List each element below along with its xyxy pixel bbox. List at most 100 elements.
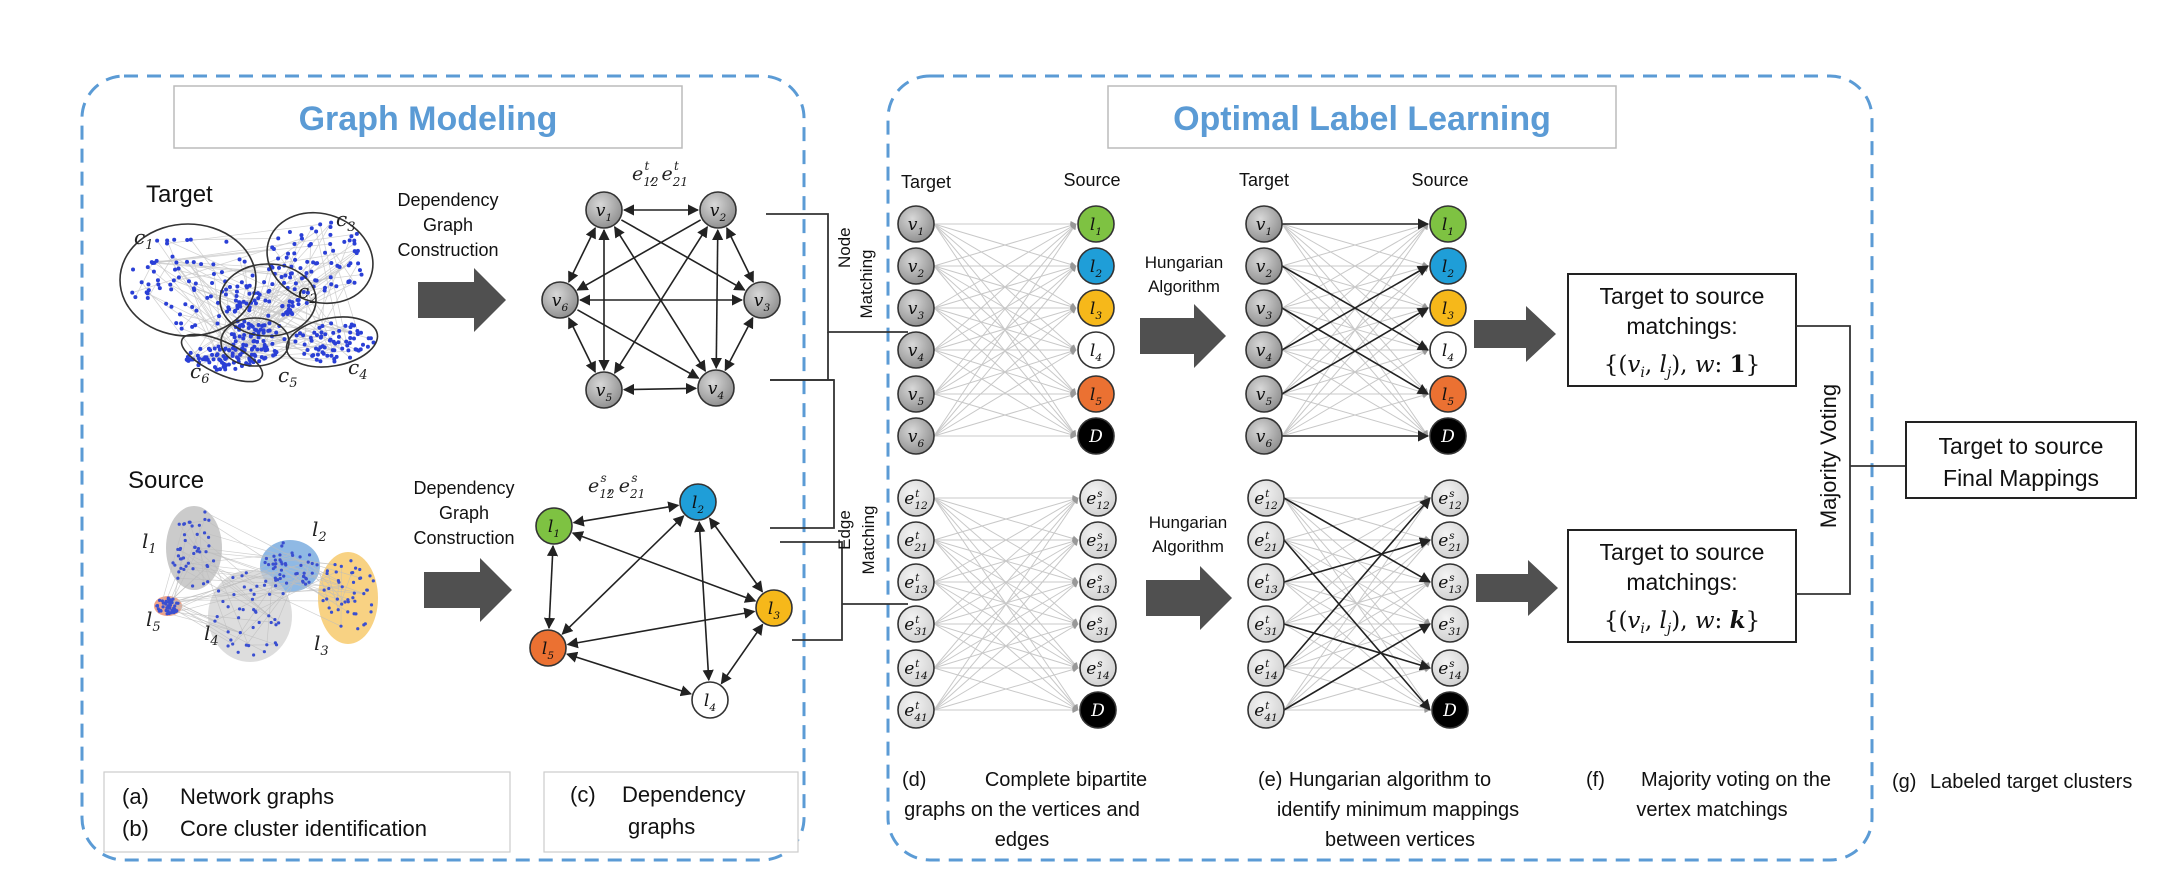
hungarian-match [1283,497,1431,583]
dependency-edge [568,226,596,284]
node-v2: v2 [699,191,737,229]
node-label-l3: l3 [768,599,780,622]
node-l2: l2 [1077,247,1115,285]
node-label-l2: l2 [692,493,704,516]
bipartite-edges-1266: e12te21te13te31te14te41te12se21se13se31s… [1247,479,1469,729]
final-mappings-line1: Target to source [1939,433,2104,459]
svg-text:e12t, e21t: e12t, e21t [632,159,688,189]
node-label-e13t: e13t [904,572,928,596]
node-l5: l5 [529,629,567,667]
node-label-l4: l4 [1442,341,1454,364]
node-e12t: e12t [897,479,935,517]
node-e21s: e21s [1079,521,1117,559]
node-v6: v6 [1245,417,1283,455]
dependency-edge [543,544,559,630]
dependency-edge [561,515,685,635]
node-l4: l4 [1077,331,1115,369]
svg-text:l1: l1 [142,529,157,557]
node-v5: v5 [585,371,623,409]
node-e31t: e31t [1247,605,1285,643]
node-e14t: e14t [897,649,935,687]
hungarian-match [1283,537,1432,583]
caption-a-text: Network graphs [180,784,334,809]
caption-b-text: Core cluster identification [180,816,427,841]
node-v2: v2 [1245,247,1283,285]
node-label-D: D [1090,701,1105,721]
node-label-e31s: e31s [1086,614,1110,638]
node-label-l1: l1 [1442,215,1454,238]
node-label-v1: v1 [1256,215,1272,238]
dependency-edge [576,219,702,291]
node-label-D: D [1440,427,1455,447]
node-e13t: e13t [1247,563,1285,601]
target-label: Target [146,181,213,208]
node-label-v2: v2 [1256,257,1273,280]
hungarian-bottom-1: Hungarian [1149,513,1227,532]
node-l3: l3 [1429,289,1467,327]
dependency-edge [726,226,754,284]
node-label-e13s: e13s [1438,572,1462,596]
node-e21t: e21t [897,521,935,559]
caption-c-text1: Dependency [622,782,746,807]
bip2-target-header: Target [1239,170,1289,190]
caption-c-label: (c) [570,782,596,807]
dependency-edge [710,228,724,370]
result-box-edge-line2: matchings: [1626,569,1737,595]
caption-g-label: (g) [1892,771,1916,793]
node-label-e13s: e13s [1086,572,1110,596]
dep-construction-bottom-3: Construction [413,528,514,548]
node-e31s: e31s [1431,605,1469,643]
dep-construction-bottom-1: Dependency [413,478,514,498]
node-label-e14s: e14s [1438,658,1462,682]
node-e41t: e41t [1247,691,1285,729]
caption-f-line1: Majority voting on the [1641,769,1831,791]
node-label-e14s: e14s [1086,658,1110,682]
node-D: D [1079,691,1117,729]
node-v1: v1 [897,205,935,243]
node-label-e31s: e31s [1438,614,1462,638]
majority-voting-bracket [1796,325,1906,595]
node-v3: v3 [743,281,781,319]
svg-text:c4: c4 [348,355,367,383]
node-label-e31t: e31t [904,614,928,638]
node-label-e21s: e21s [1438,530,1462,554]
node-v3: v3 [1245,289,1283,327]
result-box-edge-formula: {(vi, lj), w: k} [1604,607,1760,637]
hungarian-top-1: Hungarian [1145,253,1223,272]
node-label-v3: v3 [754,291,771,314]
result-box-edge [1567,529,1797,643]
target-network-graph [130,220,376,372]
node-matching-label-1: Node [835,227,854,268]
matching-bracket-lines [766,213,908,641]
optimal-label-learning-frame [886,74,1874,862]
caption-c-text2: graphs [628,814,695,839]
node-label-e21t: e21t [904,530,928,554]
caption-f-line2: vertex matchings [1636,799,1787,821]
node-label-e12s: e12s [1438,488,1462,512]
node-v5: v5 [1245,375,1283,413]
caption-a-label: (a) [122,784,149,809]
result-box-edge-line1: Target to source [1600,539,1765,565]
node-e21s: e21s [1431,521,1469,559]
node-e31t: e31t [897,605,935,643]
node-l1: l1 [1429,205,1467,243]
hungarian-match [1281,265,1429,351]
dependency-edge [694,520,714,682]
caption-d-line1: Complete bipartite [985,769,1147,791]
hungarian-match [1283,623,1431,711]
node-label-l3: l3 [1090,299,1102,322]
node-label-e41t: e41t [904,700,928,724]
source-network-graph [154,506,378,662]
node-label-v4: v4 [708,379,724,402]
dependency-edge [568,316,596,374]
caption-e-label: (e) [1258,769,1282,791]
graph-modeling-title: Graph Modeling [299,100,558,138]
node-e12s: e12s [1079,479,1117,517]
node-label-D: D [1442,701,1457,721]
node-label-v3: v3 [1256,299,1273,322]
caption-b-label: (b) [122,816,149,841]
